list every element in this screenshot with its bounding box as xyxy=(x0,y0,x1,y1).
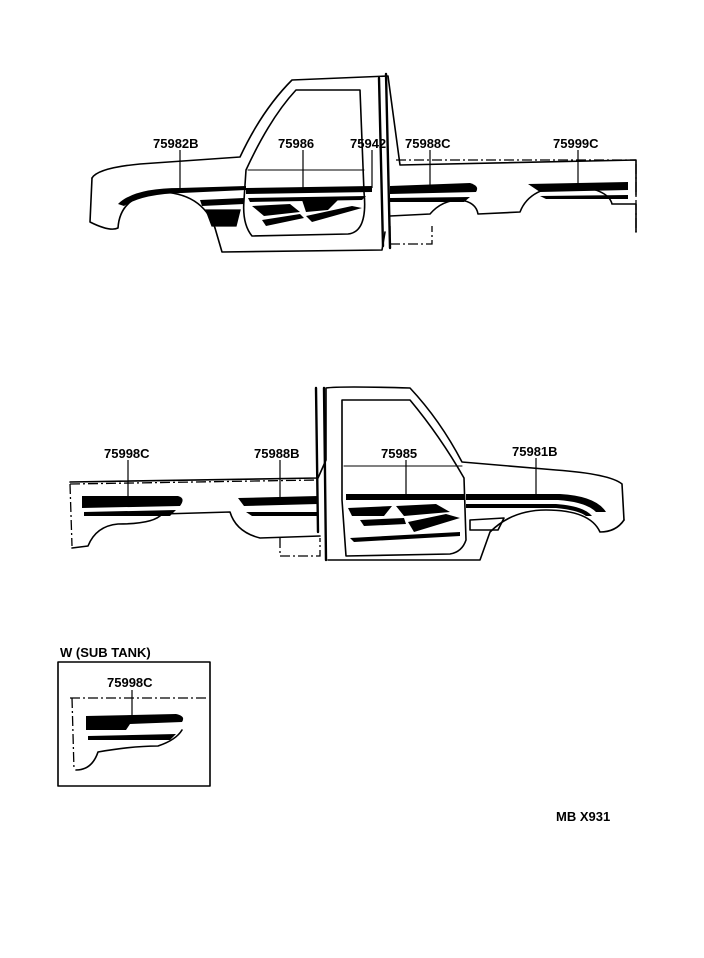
top-label-75988c: 75988C xyxy=(405,136,451,151)
bottom-truck-view: 75998C 75988B 75985 75981B xyxy=(69,386,625,562)
top-stripe-door-pattern xyxy=(200,196,366,227)
bottom-pillar xyxy=(322,386,328,562)
inset-sub-tank: W (SUB TANK) 75998C xyxy=(57,645,211,787)
bottom-rear-edge xyxy=(69,483,73,547)
bottom-door-frame xyxy=(341,399,467,557)
top-pillar xyxy=(377,76,385,248)
bottom-label-75985: 75985 xyxy=(381,446,417,461)
bottom-stripe-bed-rear xyxy=(82,496,183,508)
bottom-body-top xyxy=(69,386,625,521)
top-stripe-hood xyxy=(118,186,246,206)
bottom-stripe-hood xyxy=(466,494,606,512)
top-truck-view: 75982B 75986 75942 75988C 75999C xyxy=(89,72,637,253)
bottom-stripe-hood-lower xyxy=(466,504,592,516)
top-rocker xyxy=(214,227,386,253)
inset-title: W (SUB TANK) xyxy=(60,645,151,660)
inset-stripe-upper xyxy=(86,714,184,730)
top-stripe-bed-front-lower xyxy=(390,197,470,202)
top-door-frame xyxy=(242,89,366,237)
bottom-rocker xyxy=(327,509,625,561)
top-stripe-bed-front xyxy=(390,183,478,194)
bottom-label-75981b: 75981B xyxy=(512,444,558,459)
bottom-stripe-bed-front-lower xyxy=(246,512,318,516)
bottom-bed-top-line xyxy=(69,479,319,485)
top-stripe-door-main xyxy=(246,186,372,194)
top-hood-outline xyxy=(91,75,637,196)
top-label-75942: 75942 xyxy=(350,136,386,151)
top-front-bumper xyxy=(89,177,216,230)
drawing-code: MB X931 xyxy=(556,809,610,824)
inset-frame xyxy=(57,661,211,787)
top-label-75999c: 75999C xyxy=(553,136,599,151)
top-label-75982b: 75982B xyxy=(153,136,199,151)
inset-rear-edge xyxy=(71,697,75,771)
inset-stripe-lower xyxy=(88,734,176,740)
bottom-front-vent xyxy=(469,517,505,531)
top-stripe-bed-rear-lower xyxy=(540,195,628,199)
inset-wheel-arch xyxy=(75,729,183,771)
bottom-stripe-bed-rear-lower xyxy=(84,510,176,516)
bottom-mirror-post xyxy=(314,386,320,534)
top-sub-tank-box xyxy=(389,226,433,245)
bottom-stripe-bed-front xyxy=(238,496,318,506)
top-mirror-post xyxy=(384,72,392,250)
bottom-bed-lower xyxy=(71,511,321,549)
bottom-label-75988b: 75988B xyxy=(254,446,300,461)
bottom-sub-tank-box xyxy=(279,538,321,557)
bottom-stripe-door-main xyxy=(346,494,464,500)
bottom-label-75998c: 75998C xyxy=(104,446,150,461)
bottom-stripe-door-pattern xyxy=(348,504,460,542)
inset-label-75998c: 75998C xyxy=(107,675,153,690)
top-label-75986: 75986 xyxy=(278,136,314,151)
top-stripe-bed-rear xyxy=(528,182,628,192)
